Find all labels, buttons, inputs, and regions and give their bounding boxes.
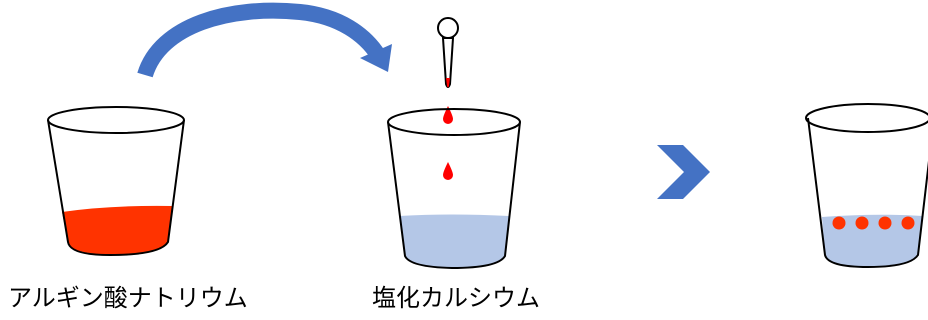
- chevron-right-icon: [657, 145, 710, 199]
- label-sodium-alginate: アルギン酸ナトリウム: [8, 286, 248, 310]
- calcium-liquid: [399, 215, 510, 269]
- dropper-icon: [438, 18, 458, 88]
- beaker-rim: [48, 107, 184, 133]
- falling-drop: [443, 162, 453, 180]
- alginate-bead: [879, 217, 892, 230]
- alginate-liquid: [62, 206, 172, 255]
- beaker-rim: [388, 109, 520, 135]
- alginate-bead: [833, 217, 846, 230]
- label-calcium-chloride: 塩化カルシウム: [372, 286, 540, 310]
- beaker-calcium-chloride: [388, 109, 520, 268]
- beaker-rim: [806, 104, 928, 132]
- beaker-result: [806, 104, 928, 267]
- beaker-sodium-alginate: [48, 107, 184, 255]
- alginate-bead: [856, 217, 869, 230]
- alginate-bead: [902, 217, 915, 230]
- curved-arrow-icon: [145, 11, 392, 75]
